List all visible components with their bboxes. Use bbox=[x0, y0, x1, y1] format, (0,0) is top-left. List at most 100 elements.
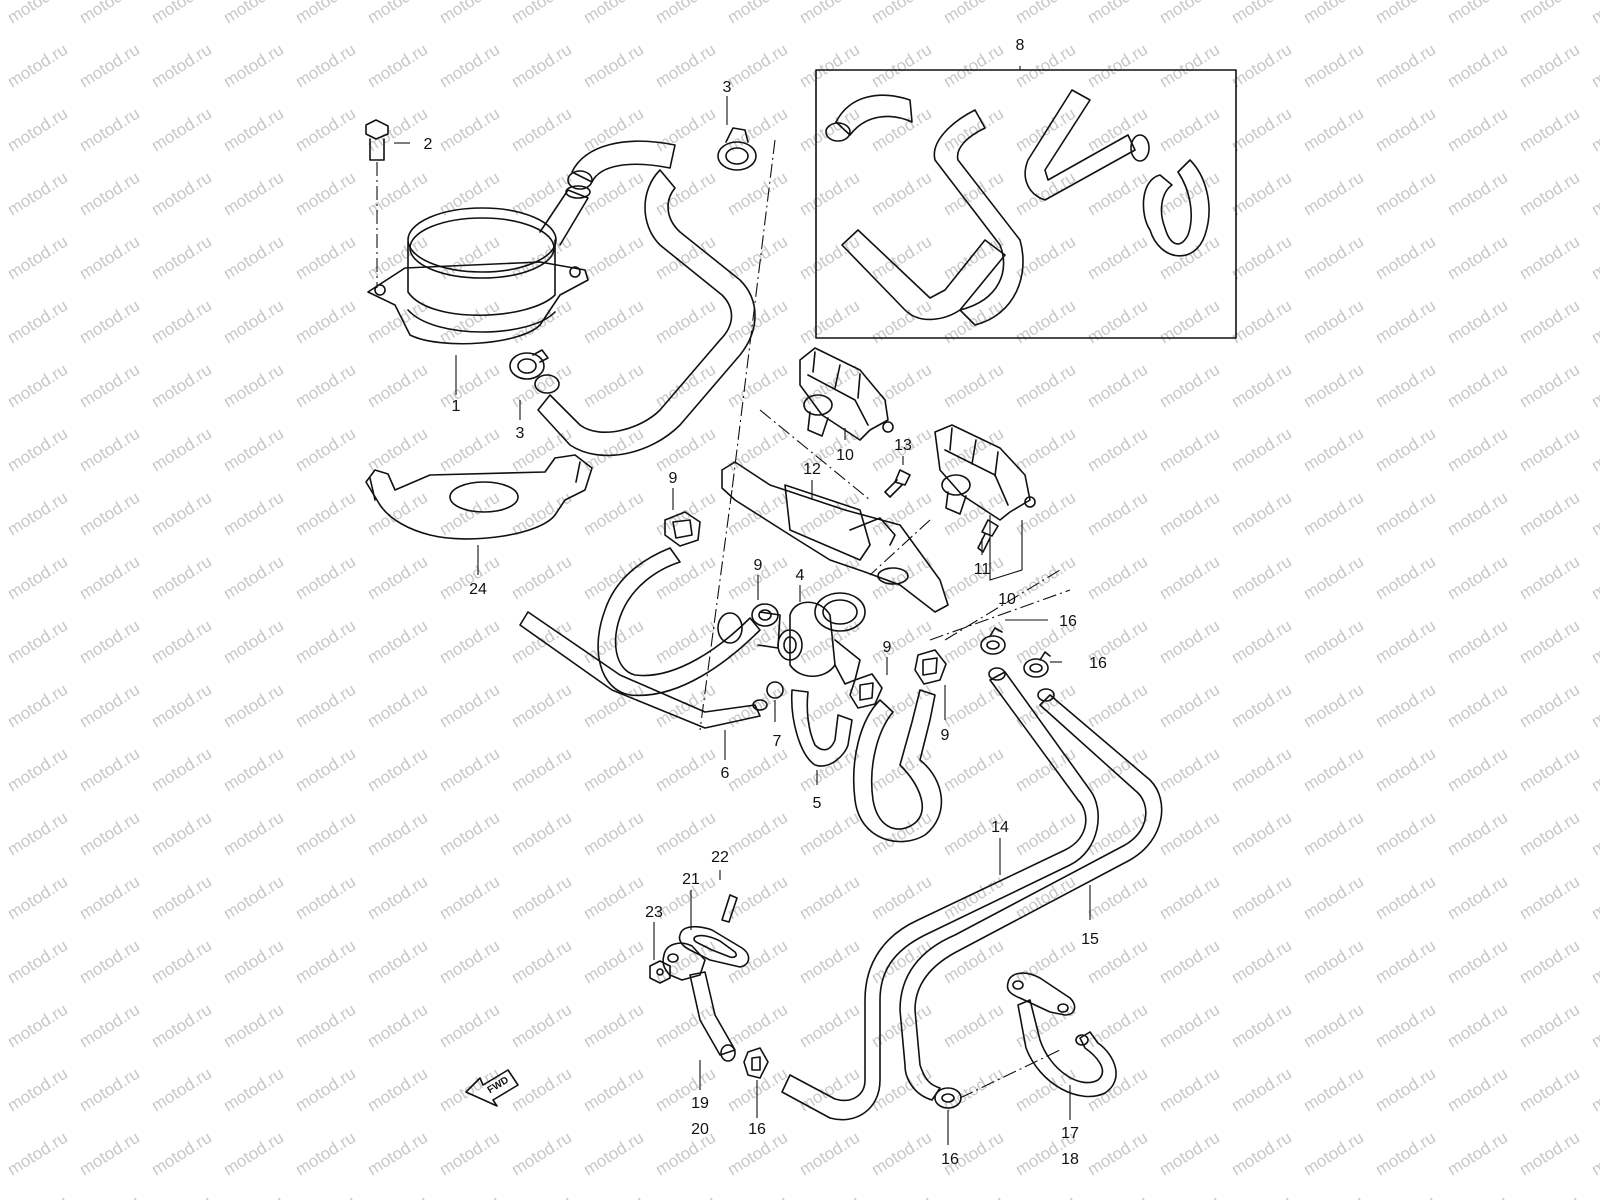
watermark-text: motod.ru bbox=[1588, 552, 1600, 604]
watermark-text: motod.ru bbox=[868, 936, 935, 988]
hose-set-part-e bbox=[1142, 159, 1210, 257]
watermark-text: motod.ru bbox=[364, 552, 431, 604]
air-valve-housing bbox=[367, 185, 591, 345]
watermark-text: motod.ru bbox=[796, 168, 863, 220]
watermark-text: motod.ru bbox=[1156, 1192, 1223, 1200]
watermark-text: motod.ru bbox=[4, 232, 71, 284]
watermark-text: motod.ru bbox=[1228, 360, 1295, 412]
watermark-text: motod.ru bbox=[1012, 104, 1079, 156]
watermark-text: motod.ru bbox=[580, 232, 647, 284]
watermark-text: motod.ru bbox=[1156, 808, 1223, 860]
watermark-text: motod.ru bbox=[1228, 1000, 1295, 1052]
callout-16: 16 bbox=[1059, 613, 1077, 630]
watermark-text: motod.ru bbox=[1084, 360, 1151, 412]
valve-bracket bbox=[721, 461, 949, 613]
watermark-text: motod.ru bbox=[148, 0, 215, 27]
watermark-text: motod.ru bbox=[1084, 0, 1151, 27]
watermark-text: motod.ru bbox=[292, 1064, 359, 1116]
watermark-text: motod.ru bbox=[1228, 552, 1295, 604]
watermark-text: motod.ru bbox=[1012, 808, 1079, 860]
watermark-text: motod.ru bbox=[148, 1000, 215, 1052]
callout-23: 23 bbox=[645, 904, 663, 921]
watermark-text: motod.ru bbox=[436, 360, 503, 412]
watermark-text: motod.ru bbox=[436, 808, 503, 860]
watermark-text: motod.ru bbox=[148, 104, 215, 156]
watermark-text: motod.ru bbox=[1372, 296, 1439, 348]
watermark-text: motod.ru bbox=[868, 1064, 935, 1116]
watermark-text: motod.ru bbox=[580, 0, 647, 27]
hose-right-loop bbox=[852, 689, 943, 843]
watermark-text: motod.ru bbox=[796, 1128, 863, 1180]
watermark-text: motod.ru bbox=[148, 1128, 215, 1180]
watermark-text: motod.ru bbox=[292, 936, 359, 988]
watermark-text: motod.ru bbox=[292, 808, 359, 860]
hose-6 bbox=[519, 611, 768, 729]
watermark-text: motod.ru bbox=[1300, 936, 1367, 988]
watermark-text: motod.ru bbox=[868, 296, 935, 348]
watermark-text: motod.ru bbox=[292, 872, 359, 924]
hose-left-loop bbox=[597, 547, 761, 697]
watermark-text: motod.ru bbox=[652, 808, 719, 860]
watermark-text: motod.ru bbox=[724, 40, 791, 92]
watermark-text: motod.ru bbox=[1588, 680, 1600, 732]
watermark-text: motod.ru bbox=[796, 0, 863, 27]
watermark-text: motod.ru bbox=[364, 872, 431, 924]
watermark-text: motod.ru bbox=[1516, 808, 1583, 860]
watermark-text: motod.ru bbox=[940, 232, 1007, 284]
watermark-text: motod.ru bbox=[364, 104, 431, 156]
watermark-text: motod.ru bbox=[724, 0, 791, 27]
watermark-text: motod.ru bbox=[868, 232, 935, 284]
watermark-text: motod.ru bbox=[508, 872, 575, 924]
watermark-text: motod.ru bbox=[1300, 0, 1367, 27]
callout-9: 9 bbox=[883, 639, 892, 656]
watermark-text: motod.ru bbox=[292, 1000, 359, 1052]
watermark-text: motod.ru bbox=[148, 1192, 215, 1200]
watermark-text: motod.ru bbox=[76, 744, 143, 796]
watermark-text: motod.ru bbox=[868, 1192, 935, 1200]
watermark-text: motod.ru bbox=[1372, 104, 1439, 156]
callout-14: 14 bbox=[991, 819, 1009, 836]
outlet-hose bbox=[534, 140, 756, 457]
watermark-text: motod.ru bbox=[652, 680, 719, 732]
watermark-text: motod.ru bbox=[1300, 40, 1367, 92]
watermark-text: motod.ru bbox=[1156, 936, 1223, 988]
watermark-text: motod.ru bbox=[4, 616, 71, 668]
hose-clamp-16a bbox=[980, 627, 1006, 655]
watermark-text: motod.ru bbox=[1156, 1000, 1223, 1052]
watermark-text: motod.ru bbox=[940, 1192, 1007, 1200]
watermark-text: motod.ru bbox=[220, 40, 287, 92]
watermark-text: motod.ru bbox=[436, 936, 503, 988]
watermark-text: motod.ru bbox=[436, 0, 503, 27]
watermark-text: motod.ru bbox=[1444, 1192, 1511, 1200]
callout-11: 11 bbox=[974, 561, 991, 578]
watermark-text: motod.ru bbox=[652, 360, 719, 412]
watermark-text: motod.ru bbox=[220, 104, 287, 156]
watermark-text: motod.ru bbox=[4, 872, 71, 924]
callout-21: 21 bbox=[682, 871, 700, 888]
watermark-text: motod.ru bbox=[1300, 1192, 1367, 1200]
watermark-text: motod.ru bbox=[652, 552, 719, 604]
gasket bbox=[678, 925, 750, 968]
watermark-text: motod.ru bbox=[868, 0, 935, 27]
watermark-text: motod.ru bbox=[76, 808, 143, 860]
watermark-text: motod.ru bbox=[796, 936, 863, 988]
watermark-text: motod.ru bbox=[1156, 744, 1223, 796]
watermark-text: motod.ru bbox=[220, 552, 287, 604]
watermark-text: motod.ru bbox=[796, 808, 863, 860]
watermark-text: motod.ru bbox=[940, 872, 1007, 924]
callout-7: 7 bbox=[773, 733, 782, 750]
watermark-text: motod.ru bbox=[796, 1000, 863, 1052]
watermark-text: motod.ru bbox=[652, 488, 719, 540]
watermark-text: motod.ru bbox=[436, 40, 503, 92]
watermark-text: motod.ru bbox=[724, 360, 791, 412]
watermark-text: motod.ru bbox=[220, 360, 287, 412]
watermark-text: motod.ru bbox=[1228, 808, 1295, 860]
watermark-text: motod.ru bbox=[292, 296, 359, 348]
callout-13: 13 bbox=[894, 437, 912, 454]
watermark-text: motod.ru bbox=[580, 872, 647, 924]
watermark-text: motod.ru bbox=[652, 0, 719, 27]
watermark-text: motod.ru bbox=[1372, 680, 1439, 732]
watermark-text: motod.ru bbox=[364, 424, 431, 476]
watermark-text: motod.ru bbox=[436, 488, 503, 540]
watermark-text: motod.ru bbox=[868, 360, 935, 412]
